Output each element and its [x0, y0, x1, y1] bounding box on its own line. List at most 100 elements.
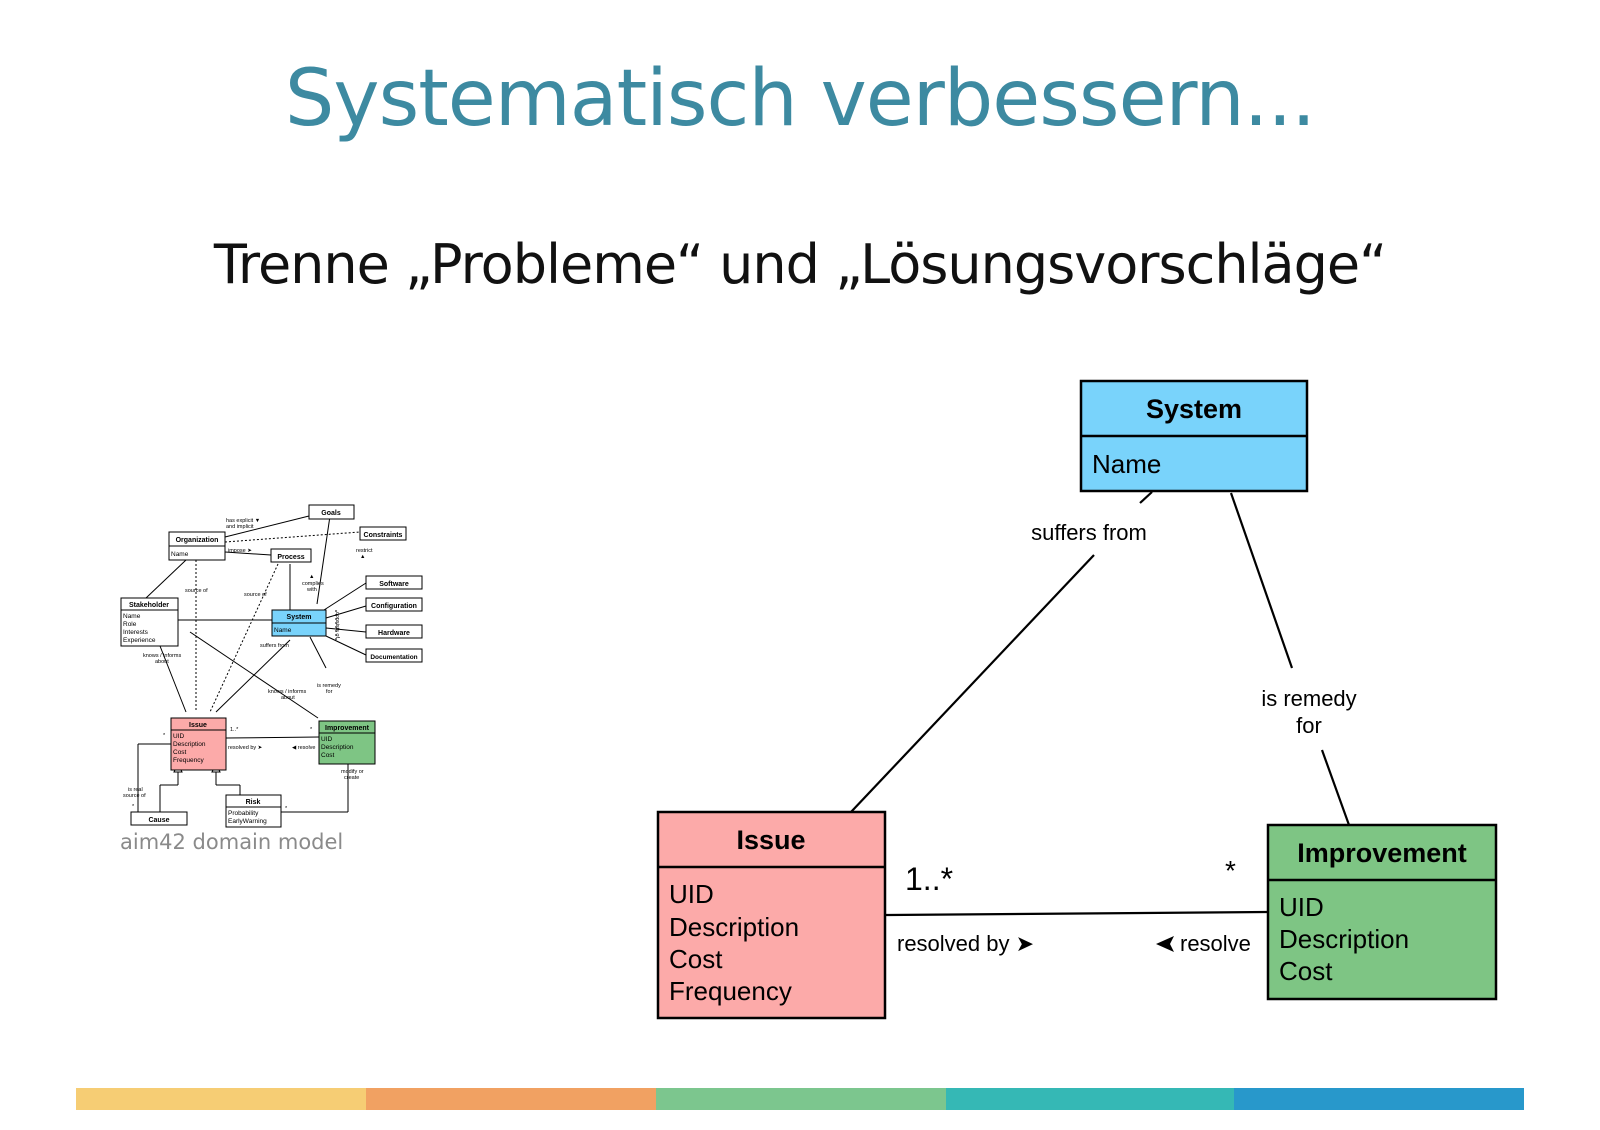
svg-text:Name: Name [123, 613, 141, 620]
label-resolve-group: resolve [1156, 931, 1251, 956]
svg-text:source of: source of [185, 588, 208, 594]
svg-text:Frequency: Frequency [173, 757, 204, 764]
svg-text:Name: Name [274, 627, 292, 634]
svg-text:◀ resolve: ◀ resolve [292, 745, 316, 751]
svg-text:restrict: restrict [356, 548, 373, 554]
mini-software-box: Software [365, 575, 423, 590]
svg-text:source of: source of [244, 592, 267, 598]
mini-cause-box: Cause [130, 811, 188, 826]
color-stripe-5 [1234, 1088, 1524, 1110]
svg-text:Description: Description [321, 744, 354, 751]
svg-text:Name: Name [171, 551, 189, 558]
mini-organization-box: Organization Name [168, 531, 226, 561]
svg-text:has explicit ▼: has explicit ▼ [226, 518, 260, 524]
assoc-resolve [885, 910, 1268, 917]
mini-documentation-box: Documentation [365, 648, 423, 663]
svg-text:consists of: consists of [334, 612, 340, 638]
svg-text:Organization: Organization [176, 537, 219, 544]
svg-text:and implicit: and implicit [226, 524, 254, 530]
issue-attr-cost: Cost [669, 944, 723, 974]
system-class: System Name [1079, 379, 1309, 493]
system-attr-name: Name [1092, 449, 1161, 479]
arrowhead-left-icon [1156, 936, 1174, 952]
svg-text:System: System [287, 614, 312, 621]
label-resolved-by: resolved by ➤ [897, 931, 1034, 956]
svg-text:Cost: Cost [173, 749, 187, 756]
svg-text:source of: source of [123, 793, 146, 799]
mini-process-box: Process [270, 548, 312, 563]
improvement-attr-description: Description [1279, 924, 1409, 954]
svg-text:for: for [326, 689, 333, 695]
svg-text:Configuration: Configuration [371, 603, 417, 610]
svg-text:Probability: Probability [228, 810, 259, 817]
svg-text:Risk: Risk [246, 799, 261, 806]
svg-text:*: * [310, 727, 313, 733]
svg-text:▲: ▲ [360, 554, 365, 560]
mini-issue-box: Issue UID Description Cost Frequency [170, 717, 227, 771]
svg-text:Documentation: Documentation [370, 654, 417, 661]
mult-improvement: * [1225, 855, 1236, 886]
mini-constraints-box: Constraints [359, 526, 407, 541]
label-is-remedy: is remedy [1261, 686, 1356, 711]
assoc-is-remedy-lower [1320, 749, 1351, 826]
issue-attr-description: Description [669, 912, 799, 942]
svg-text:Description: Description [173, 741, 206, 748]
svg-text:knows / informs: knows / informs [268, 689, 306, 695]
svg-text:Process: Process [277, 554, 304, 561]
svg-text:*: * [163, 733, 166, 739]
svg-text:Cost: Cost [321, 752, 335, 759]
svg-text:Stakeholder: Stakeholder [129, 602, 169, 609]
svg-text:UID: UID [173, 733, 185, 740]
mini-hardware-box: Hardware [365, 624, 423, 639]
svg-text:resolved by ➤: resolved by ➤ [228, 745, 263, 751]
assoc-suffers-from [850, 554, 1095, 813]
svg-text:impose ➤: impose ➤ [228, 548, 252, 554]
improvement-attr-uid: UID [1279, 892, 1324, 922]
svg-text:complies: complies [302, 581, 324, 587]
mini-labels: has explicit ▼ and implicit impose ➤ res… [123, 518, 373, 812]
svg-text:*: * [132, 804, 135, 810]
svg-text:Experience: Experience [123, 637, 156, 644]
slide-title: Systematisch verbessern... [284, 54, 1316, 144]
svg-text:Goals: Goals [321, 510, 341, 517]
svg-text:create: create [344, 775, 359, 781]
svg-text:1..*: 1..* [230, 727, 239, 733]
color-stripe-3 [656, 1088, 946, 1110]
bottom-color-bar [76, 1088, 1524, 1110]
mini-improvement-box: Improvement UID Description Cost [318, 720, 376, 765]
assoc-is-remedy-upper [1229, 492, 1294, 669]
svg-text:is real: is real [128, 787, 143, 793]
svg-text:UID: UID [321, 736, 333, 743]
svg-text:Constraints: Constraints [364, 532, 403, 539]
svg-text:▲: ▲ [309, 574, 314, 580]
svg-text:Improvement: Improvement [325, 725, 370, 732]
svg-text:Cause: Cause [148, 817, 169, 824]
mini-stakeholder-box: Stakeholder Name Role Interests Experien… [120, 597, 179, 647]
mini-configuration-box: Configuration [365, 597, 423, 612]
improvement-attr-cost: Cost [1279, 956, 1333, 986]
svg-text:Hardware: Hardware [378, 630, 410, 637]
improvement-class: Improvement UID Description Cost [1266, 823, 1498, 1001]
svg-text:Interests: Interests [123, 629, 149, 636]
svg-text:Software: Software [379, 581, 409, 588]
svg-text:modify or: modify or [341, 769, 364, 775]
assoc-suffers-from-upper [1139, 491, 1153, 504]
label-is-remedy-for: for [1296, 713, 1322, 738]
svg-text:with: with [306, 587, 317, 593]
svg-text:*: * [285, 806, 288, 812]
color-stripe-1 [76, 1088, 366, 1110]
issue-class-name: Issue [736, 825, 805, 855]
mini-system-box: System Name [271, 609, 327, 637]
svg-text:Issue: Issue [189, 722, 207, 729]
label-suffers-from: suffers from [1031, 520, 1147, 545]
color-stripe-4 [946, 1088, 1234, 1110]
label-resolve: resolve [1180, 931, 1251, 956]
svg-text:is remedy: is remedy [317, 683, 341, 689]
mini-goals-box: Goals [308, 504, 355, 520]
svg-text:Role: Role [123, 621, 137, 628]
issue-attr-frequency: Frequency [669, 976, 792, 1006]
thumbnail-caption: aim42 domain model [120, 830, 344, 854]
svg-text:EarlyWarning: EarlyWarning [228, 818, 267, 825]
